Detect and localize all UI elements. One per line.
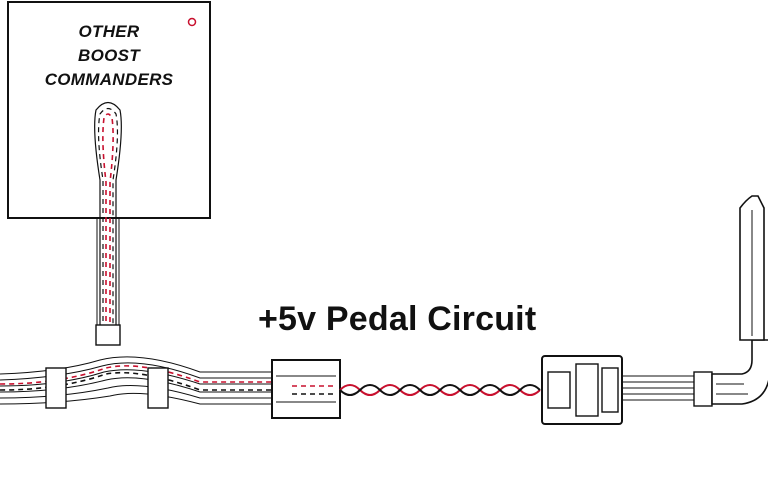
pedal-sleeve-curve	[711, 339, 768, 405]
box-label-line-3: COMMANDERS	[44, 70, 174, 89]
vertical-clip	[95, 324, 121, 346]
wire-loop	[94, 101, 122, 330]
main-harness	[0, 356, 272, 405]
box-indicator-dot	[187, 17, 197, 27]
harness-clip-left	[45, 367, 67, 409]
module-box-label: OTHER BOOST COMMANDERS	[8, 20, 210, 92]
vertical-harness	[96, 218, 120, 340]
pedal-harness	[622, 375, 700, 401]
box-label-line-1: OTHER	[78, 22, 140, 41]
red-wire-main	[0, 365, 272, 385]
box-label-line-2: BOOST	[78, 46, 140, 65]
connector-left	[271, 359, 341, 419]
circuit-label: +5v Pedal Circuit	[258, 300, 537, 338]
harness-clip-mid	[147, 367, 169, 409]
pedal-clip	[693, 371, 713, 407]
twisted-pair	[339, 384, 541, 396]
boost-commander-box	[7, 1, 211, 219]
